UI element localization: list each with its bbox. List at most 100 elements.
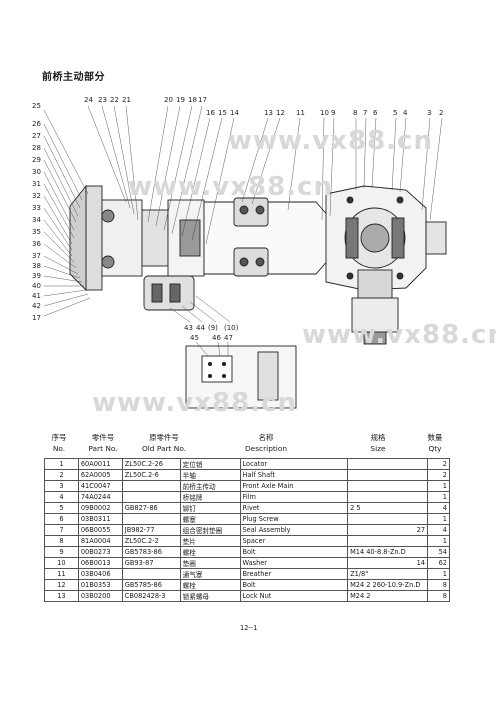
table-cell-zh: 垫圈	[179, 557, 241, 569]
table-cell-part: 60A0011	[77, 458, 123, 470]
table-cell-zh: 垫片	[179, 535, 241, 547]
table-cell-en: Rivet	[239, 502, 349, 514]
table-cell-qty: 1	[427, 568, 450, 580]
table-cell-zh: 桥铭牌	[179, 491, 241, 503]
brake-caliper	[143, 275, 195, 311]
callout-label: 30	[32, 168, 41, 176]
table-cell-old: GB5785-86	[121, 579, 181, 591]
table-cell-part: 62A0005	[77, 469, 123, 481]
table-cell-no: 4	[44, 491, 79, 503]
table-cell-zh: 螺栓	[179, 546, 241, 558]
table-cell-en: Film	[239, 491, 349, 503]
callout-label: 36	[32, 240, 41, 248]
callout-label: 2	[439, 109, 443, 117]
table-cell-en: Washer	[239, 557, 349, 569]
table-cell-zh: 通气塞	[179, 568, 241, 580]
callout-label: 47	[224, 334, 233, 342]
table-cell-no: 5	[44, 502, 79, 514]
callout-label: 42	[32, 302, 41, 310]
callout-label: 31	[32, 180, 41, 188]
table-cell-qty: 4	[427, 524, 450, 536]
callout-label: 29	[32, 156, 41, 164]
table-cell-en: Locator	[239, 458, 349, 470]
table-cell-old	[121, 568, 181, 580]
callout-label: 12	[276, 109, 285, 117]
callout-label: 39	[32, 272, 41, 280]
table-cell-qty: 2	[427, 469, 450, 481]
table-cell-part: 03B0406	[77, 568, 123, 580]
callout-label: 3	[427, 109, 431, 117]
table-cell-qty: 1	[427, 535, 450, 547]
table-cell-zh: 锁紧螺母	[179, 590, 241, 602]
table-cell-en: Plug Screw	[239, 513, 349, 525]
callout-label: 43	[184, 324, 193, 332]
table-cell-zh: 组合密封垫圈	[179, 524, 241, 536]
callout-label: 11	[296, 109, 305, 117]
table-cell-old: ZL50C.2-6	[121, 469, 181, 481]
table-cell-old: GB5783-86	[121, 546, 181, 558]
table-cell-zh: 螺栓	[179, 579, 241, 591]
callout-label: 23	[98, 96, 107, 104]
callout-label: 8	[353, 109, 357, 117]
callout-label: 22	[110, 96, 119, 104]
table-cell-size	[347, 480, 429, 492]
watermark: www.vx88.cn	[128, 172, 333, 202]
table-cell-no: 6	[44, 513, 79, 525]
table-cell-qty: 8	[427, 579, 450, 591]
callout-label: 41	[32, 292, 41, 300]
table-cell-old: GB827-86	[121, 502, 181, 514]
table-cell-size: M24 2 260-10.9-Zn.D	[347, 579, 429, 591]
table-cell-old	[121, 480, 181, 492]
table-cell-qty: 1	[427, 491, 450, 503]
table-cell-qty: 4	[427, 502, 450, 514]
table-cell-zh: 定位销	[179, 458, 241, 470]
callout-label: (9)	[208, 324, 218, 332]
table-cell-qty: 8	[427, 590, 450, 602]
size-value: 27	[416, 526, 426, 534]
table-cell-en: Bolt	[239, 579, 349, 591]
table-cell-qty: 54	[427, 546, 450, 558]
table-cell-size	[347, 535, 429, 547]
table-cell-no: 1	[44, 458, 79, 470]
callout-label: 34	[32, 216, 41, 224]
table-cell-qty: 62	[427, 557, 450, 569]
table-cell-zh: 前桥主传动	[179, 480, 241, 492]
table-cell-size: 14	[347, 557, 429, 569]
table-cell-qty: 2	[427, 458, 450, 470]
table-cell-en: Half Shaft	[239, 469, 349, 481]
table-cell-part: 03B0200	[77, 590, 123, 602]
table-cell-size	[347, 513, 429, 525]
table-cell-no: 13	[44, 590, 79, 602]
callout-label: 9	[331, 109, 335, 117]
callout-label: 26	[32, 120, 41, 128]
axle-assembly-drawing: 24 23 22 21 20 19 18 17 16 15 14 13 12 1…	[32, 96, 447, 409]
callout-label: (10)	[224, 324, 239, 332]
table-cell-zh: 半轴	[179, 469, 241, 481]
callout-label: 28	[32, 144, 41, 152]
callout-label: 45	[190, 334, 199, 342]
callout-label: 20	[164, 96, 173, 104]
table-cell-en: Front Axle Main	[239, 480, 349, 492]
callout-label: 33	[32, 204, 41, 212]
callout-label: 17	[32, 314, 41, 322]
callout-label: 40	[32, 282, 41, 290]
callout-label: 5	[393, 109, 397, 117]
callout-label: 19	[176, 96, 185, 104]
table-cell-size: Z1/8"	[347, 568, 429, 580]
table-cell-old: CB082428-3	[121, 590, 181, 602]
table-cell-qty: 1	[427, 480, 450, 492]
callout-label: 7	[363, 109, 367, 117]
table-cell-no: 10	[44, 557, 79, 569]
